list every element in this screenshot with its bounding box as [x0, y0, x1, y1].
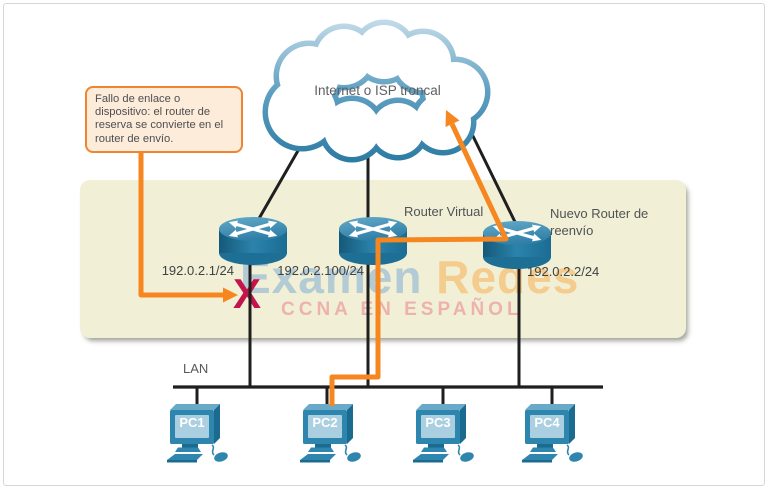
pc4-icon — [521, 403, 585, 465]
link-cloud-router-left — [255, 141, 305, 223]
pc4-label: PC4 — [534, 415, 560, 430]
pc3-label: PC3 — [425, 415, 450, 430]
failure-callout: Fallo de enlace o dispositivo: el router… — [85, 86, 243, 153]
callout-pointer-arrow — [138, 140, 238, 303]
router-left-ip: 192.0.2.1/24 — [161, 263, 234, 278]
link-cloud-router-new — [468, 129, 519, 227]
router-virtual-ip: 192.0.2.100/24 — [277, 263, 364, 278]
pc1-icon — [166, 403, 230, 465]
pc1-label: PC1 — [179, 415, 204, 430]
pc2-label: PC2 — [312, 415, 337, 430]
traffic-path-arrow — [329, 110, 509, 406]
cloud-label: Internet o ISP troncal — [314, 83, 441, 98]
pc3-icon — [412, 403, 476, 465]
failure-x-marker: X — [232, 270, 261, 317]
router-new-forwarding-label: Nuevo Router de reenvío — [550, 206, 649, 238]
lan-label: LAN — [183, 361, 209, 376]
internet-cloud — [262, 19, 491, 163]
watermark-subtitle: CCNA EN ESPAÑOL — [281, 299, 523, 320]
router-new-forwarding-ip: 192.0.2.2/24 — [527, 264, 600, 279]
router-new-forwarding-icon — [483, 221, 551, 269]
router-left-icon — [219, 217, 287, 265]
pc2-icon — [299, 403, 363, 465]
router-virtual-label: Router Virtual — [404, 204, 484, 219]
